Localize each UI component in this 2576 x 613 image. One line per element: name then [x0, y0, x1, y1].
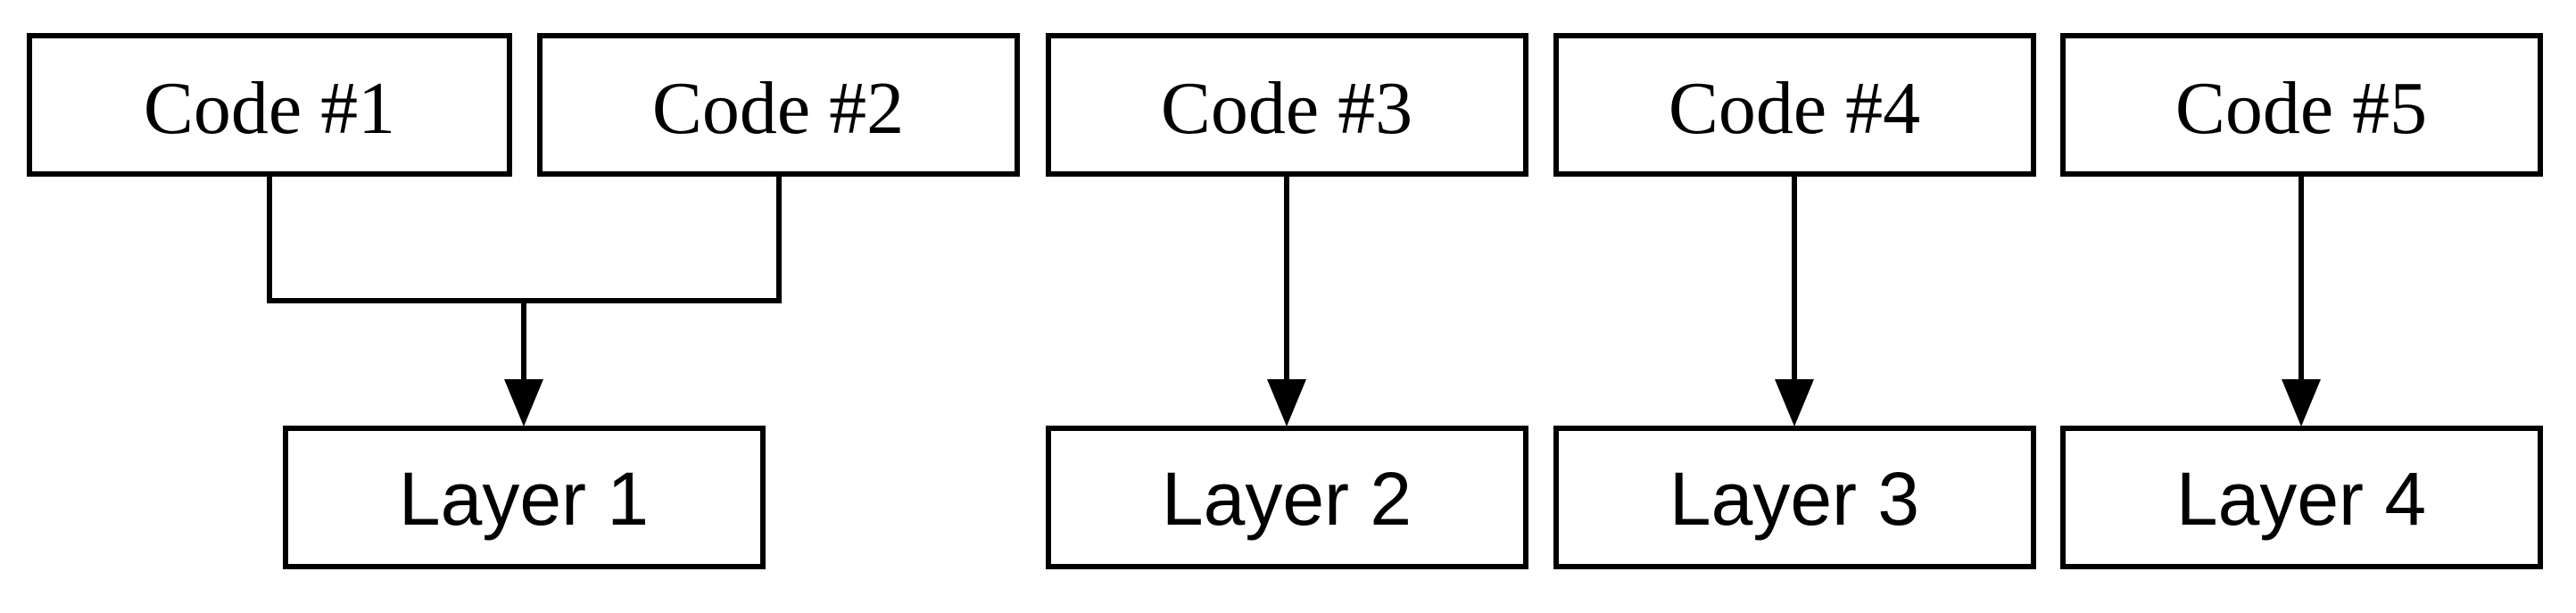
code-box-1: Code #1 [27, 33, 512, 177]
code-box-2: Code #2 [537, 33, 1020, 177]
connector-code-3-to-layer-2 [1267, 174, 1306, 427]
connector-code-4-to-layer-3 [1775, 174, 1814, 427]
layer-box-3: Layer 3 [1553, 426, 2036, 569]
code-label-2: Code #2 [652, 67, 904, 150]
layer-label-1: Layer 1 [399, 457, 649, 541]
connector-code-5-to-layer-4 [2282, 174, 2321, 427]
layer-label-3: Layer 3 [1669, 457, 1919, 541]
code-box-4: Code #4 [1553, 33, 2036, 177]
code-box-3: Code #3 [1046, 33, 1528, 177]
layer-box-1: Layer 1 [283, 426, 766, 569]
code-label-1: Code #1 [144, 67, 395, 150]
arrowhead-layer-4 [2282, 379, 2321, 427]
code-box-5: Code #5 [2060, 33, 2543, 177]
code-label-3: Code #3 [1161, 67, 1412, 150]
arrowhead-layer-1 [504, 379, 543, 427]
layer-box-4: Layer 4 [2060, 426, 2543, 569]
code-label-4: Code #4 [1669, 67, 1920, 150]
code-label-5: Code #5 [2175, 67, 2427, 150]
connector-codes-1-2-to-layer-1 [267, 174, 782, 427]
layer-box-2: Layer 2 [1046, 426, 1528, 569]
arrowhead-layer-2 [1267, 379, 1306, 427]
layer-label-2: Layer 2 [1162, 457, 1412, 541]
arrowhead-layer-3 [1775, 379, 1814, 427]
layer-label-4: Layer 4 [2176, 457, 2426, 541]
